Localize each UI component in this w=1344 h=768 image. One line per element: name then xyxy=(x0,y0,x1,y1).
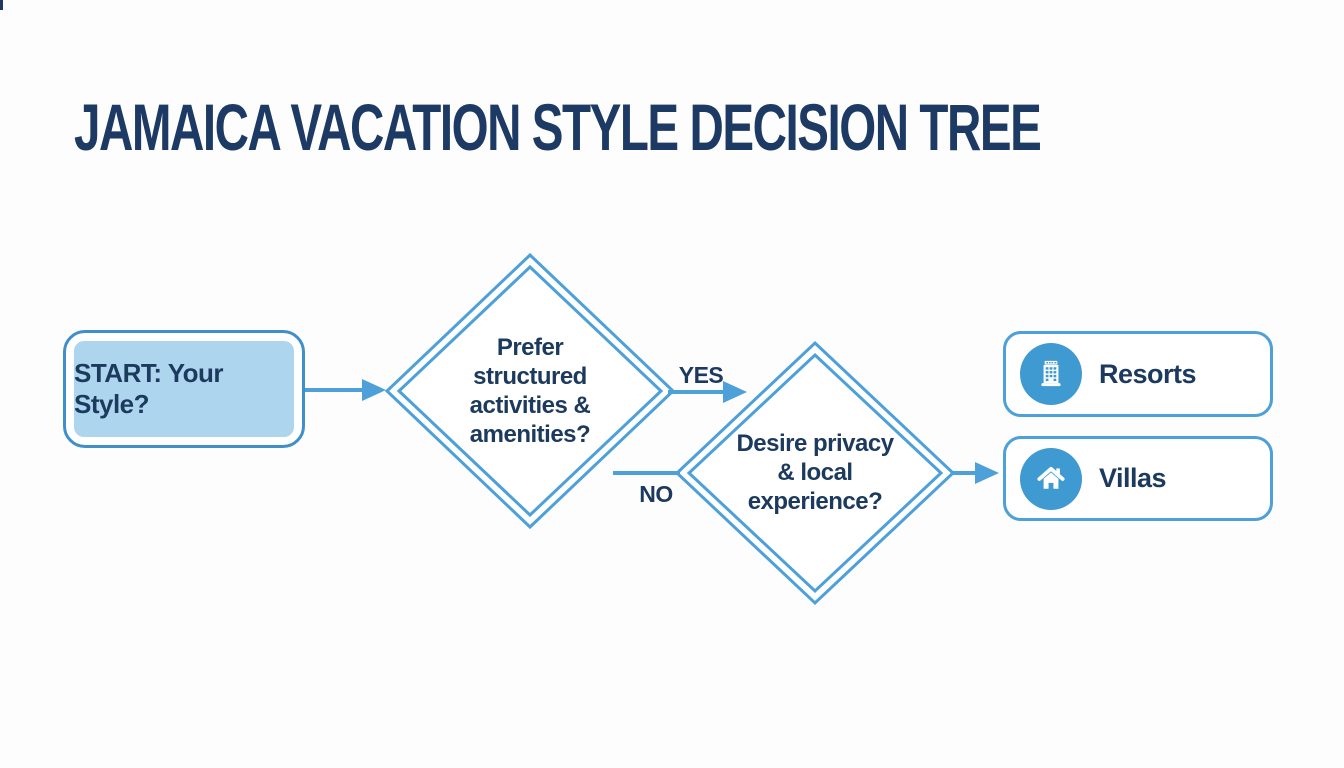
resorts-icon-circle xyxy=(1020,343,1082,405)
yes-edge-label: YES xyxy=(678,362,724,388)
decision1-diamond xyxy=(384,252,676,530)
no-edge-label: NO xyxy=(639,481,673,507)
arrow-yes xyxy=(668,381,747,403)
result-villas-label: Villas xyxy=(1099,463,1167,493)
arrow-start-to-decision1 xyxy=(305,379,386,401)
page-title: JAMAICA VACATION STYLE DECISION TREE xyxy=(74,90,1042,164)
building-icon xyxy=(1041,360,1061,387)
start-node-label: START: Your Style? xyxy=(74,358,224,419)
arrow-decision2-to-villas xyxy=(953,462,999,484)
result-villas: Villas xyxy=(1003,436,1273,521)
screen-edge-artifact xyxy=(0,0,3,10)
decision2-label: Desire privacy & local experience? xyxy=(736,430,894,515)
result-resorts: Resorts xyxy=(1003,331,1273,417)
villas-icon-circle xyxy=(1020,447,1082,510)
decision1-label: Prefer structured activities & amenities… xyxy=(469,334,591,448)
start-node-fill: START: Your Style? xyxy=(74,341,294,437)
decision2-diamond xyxy=(674,340,956,606)
result-resorts-label: Resorts xyxy=(1099,358,1197,389)
start-node: START: Your Style? xyxy=(63,330,305,448)
house-icon xyxy=(1037,466,1065,489)
